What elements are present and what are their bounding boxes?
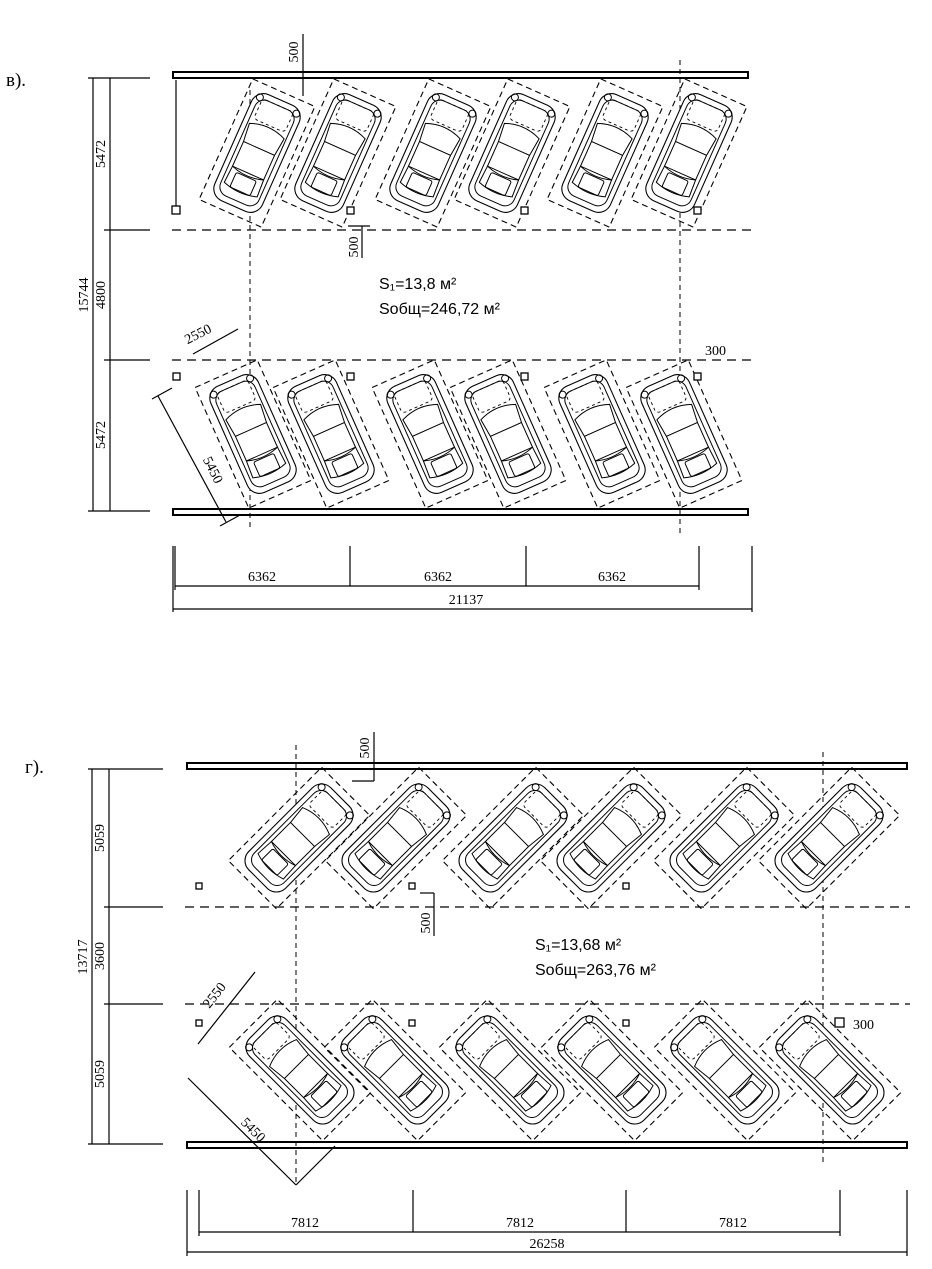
car bbox=[630, 78, 748, 228]
panel-g-car-length-line bbox=[187, 1077, 297, 1186]
column bbox=[172, 372, 181, 381]
panel-v-area-total: Sобщ=246,72 м² bbox=[379, 301, 501, 318]
column bbox=[408, 882, 416, 890]
panel-v-dim-aisle: 4800 bbox=[94, 281, 109, 309]
car bbox=[539, 766, 683, 910]
panel-v-dim-car-width: 2550 bbox=[183, 322, 215, 348]
car bbox=[757, 766, 901, 910]
panel-g-dim-overall-width: 26258 bbox=[530, 1237, 565, 1252]
panel-g-car-length-tick bbox=[295, 1145, 336, 1186]
car bbox=[272, 359, 390, 509]
panel-g-dim-module-1: 7812 bbox=[291, 1216, 319, 1231]
panel-v-area-single: S₁=13,8 м² bbox=[379, 276, 457, 293]
panel-v-dim-clearance: 300 bbox=[705, 344, 726, 359]
panel-g-dim-module-2: 7812 bbox=[506, 1216, 534, 1231]
panel-g-top-row bbox=[227, 766, 901, 910]
car bbox=[449, 359, 567, 509]
panel-g-dim-car-width: 2550 bbox=[201, 980, 230, 1011]
panel-v-car-length-line bbox=[157, 395, 227, 523]
column bbox=[346, 372, 355, 381]
panel-g-area-single: S₁=13,68 м² bbox=[535, 937, 622, 954]
column bbox=[834, 1017, 845, 1028]
column bbox=[346, 206, 355, 215]
car bbox=[374, 78, 492, 228]
panel-g-bottom-wall bbox=[186, 1141, 908, 1149]
panel-g-dim-bay-top: 5059 bbox=[93, 824, 108, 852]
column bbox=[520, 372, 529, 381]
car bbox=[279, 78, 397, 228]
panel-v-dim-bay-bottom: 5472 bbox=[94, 421, 109, 449]
car bbox=[653, 998, 797, 1142]
car bbox=[625, 359, 743, 509]
panel-v-bottom-wall bbox=[172, 508, 749, 516]
column bbox=[693, 372, 702, 381]
panel-v-dim-module-2: 6362 bbox=[424, 570, 452, 585]
car bbox=[652, 766, 796, 910]
panel-v-dim-car-length: 5450 bbox=[199, 455, 225, 487]
car bbox=[323, 998, 467, 1142]
panel-v-car-width-line bbox=[192, 328, 239, 355]
car bbox=[543, 359, 661, 509]
panel-g-dim-bay-bottom: 5059 bbox=[93, 1060, 108, 1088]
column bbox=[622, 882, 630, 890]
panel-v-dim-overall-width: 21137 bbox=[449, 593, 483, 608]
panel-g-dim-aisle: 3600 bbox=[93, 942, 108, 970]
car bbox=[758, 998, 902, 1142]
panel-g-dim-offset-top: 500 bbox=[358, 738, 373, 759]
car bbox=[453, 78, 571, 228]
panel-g: г). bbox=[25, 732, 910, 1256]
panel-v: в). bbox=[6, 34, 753, 612]
tick bbox=[219, 514, 241, 527]
panel-g-bottom-row bbox=[228, 998, 902, 1142]
column bbox=[520, 206, 529, 215]
car bbox=[438, 998, 582, 1142]
panel-v-dim-module-1: 6362 bbox=[248, 570, 276, 585]
panel-g-area-total: Sобщ=263,76 м² bbox=[535, 962, 657, 979]
column bbox=[195, 1019, 203, 1027]
panel-g-dim-module-3: 7812 bbox=[719, 1216, 747, 1231]
car bbox=[198, 78, 316, 228]
panel-v-top-wall bbox=[172, 71, 749, 79]
panel-v-dim-module-3: 6362 bbox=[598, 570, 626, 585]
column bbox=[171, 205, 181, 215]
panel-g-dim-offset-mid: 500 bbox=[419, 913, 434, 934]
column bbox=[622, 1019, 630, 1027]
panel-g-dim-clearance: 300 bbox=[853, 1018, 874, 1033]
panel-g-label: г). bbox=[25, 757, 44, 778]
panel-g-dim-overall-height: 13717 bbox=[76, 940, 91, 975]
column bbox=[693, 206, 702, 215]
panel-v-label: в). bbox=[6, 70, 26, 91]
panel-g-car-width-line bbox=[197, 971, 256, 1045]
panel-v-top-row bbox=[198, 78, 748, 228]
column bbox=[195, 882, 203, 890]
car bbox=[540, 998, 684, 1142]
car bbox=[546, 78, 664, 228]
tick bbox=[151, 387, 173, 400]
panel-v-dim-offset-top: 500 bbox=[287, 42, 302, 63]
car bbox=[441, 766, 585, 910]
panel-g-top-wall bbox=[186, 762, 908, 770]
column bbox=[408, 1019, 416, 1027]
panel-v-bottom-row bbox=[194, 359, 743, 509]
panel-v-dim-bay-top: 5472 bbox=[94, 140, 109, 168]
panel-v-dim-overall-height: 15744 bbox=[77, 278, 92, 313]
panel-v-dim-offset-mid: 500 bbox=[347, 237, 362, 258]
car bbox=[371, 359, 489, 509]
